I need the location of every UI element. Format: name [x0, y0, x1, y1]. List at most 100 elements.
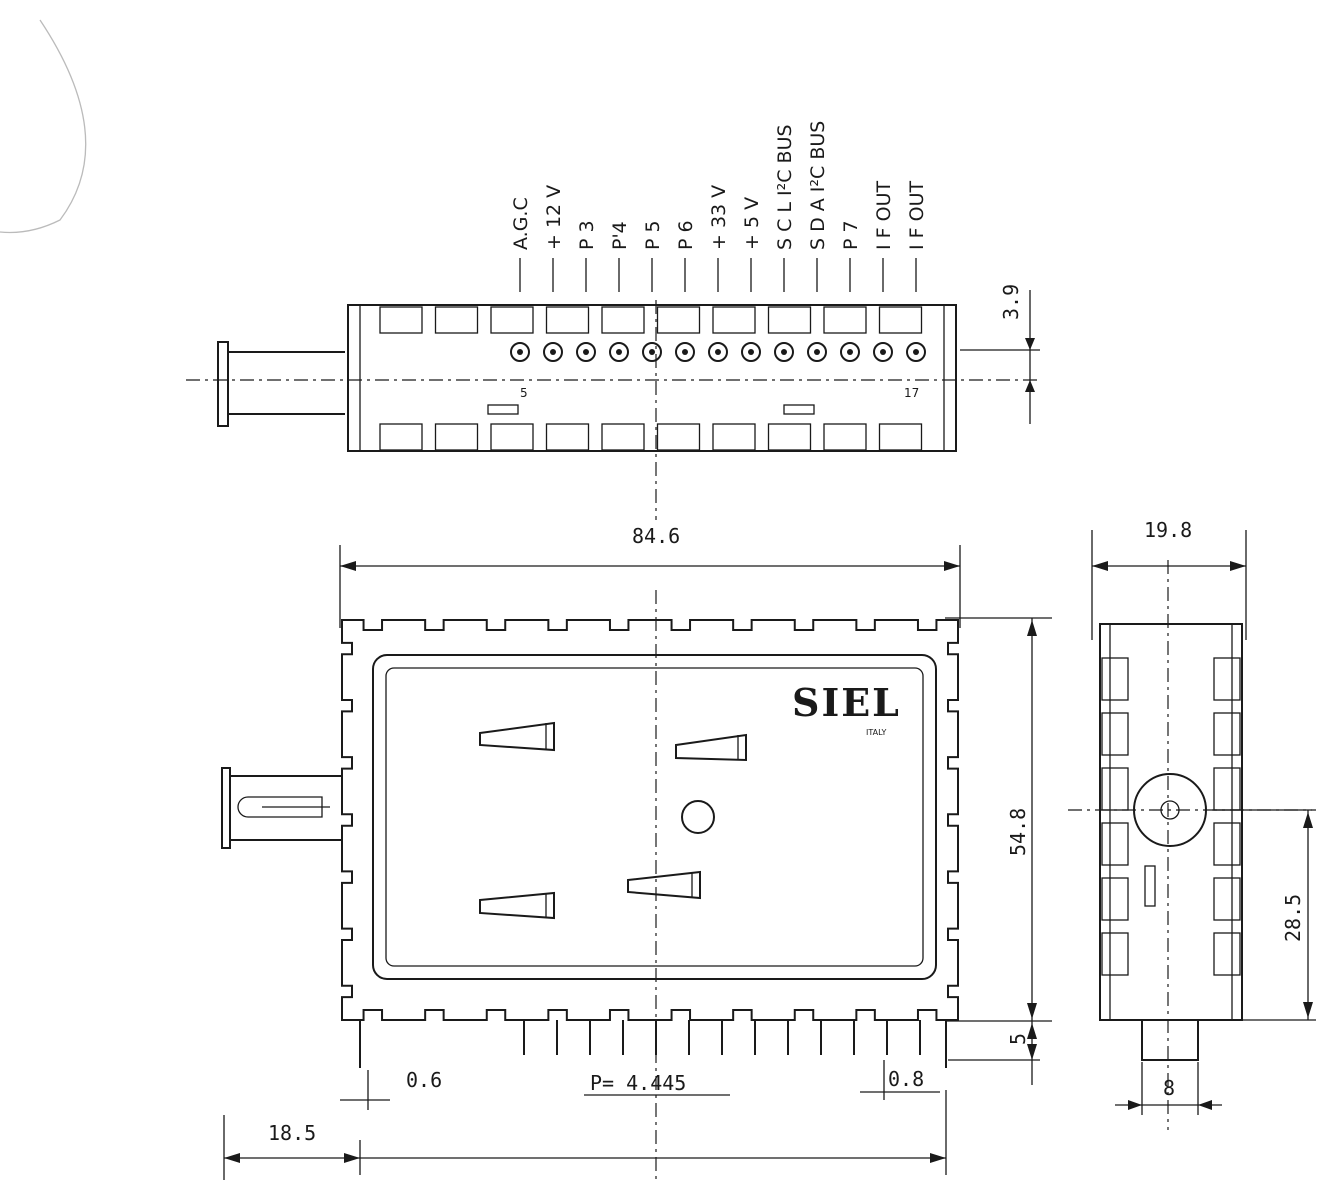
side-tab [1213, 712, 1241, 756]
pin-hole-center [550, 349, 556, 355]
pin-label: P 5 [642, 220, 664, 250]
top-view-tabs [379, 306, 923, 451]
pin-label: + 5 V [741, 197, 763, 250]
pin-hole-center [682, 349, 688, 355]
pin-hole-center [880, 349, 886, 355]
top-tab [379, 306, 423, 334]
pin-hole-center [847, 349, 853, 355]
top-tab [434, 423, 479, 451]
side-tab [1101, 877, 1129, 921]
side-tab [1213, 822, 1241, 866]
side-connector-stub [1141, 1019, 1199, 1061]
adjust-hole [681, 800, 715, 834]
top-tab [878, 423, 923, 451]
pin-hole-center [748, 349, 754, 355]
pin-hole [576, 342, 596, 362]
side-tab [1213, 932, 1241, 976]
dim-width: 84.6 [632, 524, 680, 548]
pin-hole [510, 342, 530, 362]
front-connector-flange [221, 767, 231, 849]
pin-hole-center [616, 349, 622, 355]
dim-center-height: 28.5 [1281, 894, 1305, 942]
top-tab [490, 306, 534, 334]
top-tab [878, 306, 923, 334]
adjust-slot-4 [479, 891, 555, 920]
pin-label: P'4 [609, 221, 631, 250]
pin-hole [642, 342, 662, 362]
pin-hole [840, 342, 860, 362]
adjust-slot-1 [479, 721, 555, 752]
top-tab [823, 423, 867, 451]
top-tab [656, 306, 701, 334]
pin-hole-center [781, 349, 787, 355]
dim-left-gap: 0.6 [406, 1068, 442, 1092]
pin-label: I F OUT [906, 181, 928, 250]
top-view-body [347, 304, 957, 452]
top-tab [767, 306, 812, 334]
top-tab [656, 423, 701, 451]
side-tab [1101, 822, 1129, 866]
top-tab [767, 423, 812, 451]
pin-label: P 7 [840, 220, 862, 250]
dim-connector-width: 8 [1163, 1076, 1175, 1100]
side-tab [1213, 877, 1241, 921]
paper-edge [0, 19, 87, 234]
side-tab [1213, 767, 1241, 811]
pin-labels: A.G.C + 12 V P 3 P'4 P 5 P 6 + 33 V + 5 V S C L … [510, 121, 928, 292]
side-tab [1101, 712, 1129, 756]
top-tab [490, 423, 534, 451]
pin-hole [543, 342, 563, 362]
pin-label: I F OUT [873, 181, 895, 250]
side-tab [1101, 932, 1129, 976]
side-tab [1101, 657, 1129, 701]
pin-hole-center [715, 349, 721, 355]
pin-label: P 6 [675, 220, 697, 250]
dim-top-height: 3.9 [999, 284, 1023, 320]
pin-label: + 33 V [708, 185, 730, 250]
pin-number-first: 5 [520, 386, 528, 400]
side-view: 19.8 28.5 8 [1068, 518, 1316, 1130]
top-tab [545, 423, 590, 451]
pin-hole [708, 342, 728, 362]
front-view: 84.6 SIEL ITALY 54.8 [221, 524, 1052, 1184]
dim-pin-length: 5 [1006, 1033, 1030, 1045]
top-tab [434, 306, 479, 334]
pin-label: P 3 [576, 220, 598, 250]
top-tab [601, 306, 645, 334]
front-pins [359, 1020, 947, 1068]
dim-pitch: P= 4.445 [590, 1071, 686, 1095]
pin-label: S C L I²C BUS [774, 124, 796, 250]
pin-hole-center [583, 349, 589, 355]
pin-hole [609, 342, 629, 362]
siel-logo: SIEL [792, 680, 901, 725]
top-tab [545, 306, 590, 334]
top-tab [379, 423, 423, 451]
top-tab [823, 306, 867, 334]
pin-label: A.G.C [510, 197, 532, 250]
pin-hole [741, 342, 761, 362]
pin-hole [873, 342, 893, 362]
top-view: 5 17 3.9 [186, 284, 1040, 520]
top-connector-flange [217, 341, 229, 427]
pin-hole-center [649, 349, 655, 355]
top-view-pin-holes [510, 342, 926, 362]
dim-height: 54.8 [1006, 808, 1030, 856]
pin-label: S D A I²C BUS [807, 121, 829, 250]
pin-label: + 12 V [543, 185, 565, 250]
pin-hole [906, 342, 926, 362]
side-tab [1101, 767, 1129, 811]
dim-side-width: 19.8 [1144, 518, 1192, 542]
pin-hole-center [517, 349, 523, 355]
top-tab [601, 423, 645, 451]
pin-hole [675, 342, 695, 362]
front-view-body [341, 619, 959, 1021]
italy-mark: ITALY [866, 728, 886, 737]
dim-connector-offset: 18.5 [268, 1121, 316, 1145]
pin-hole [774, 342, 794, 362]
top-tab [712, 306, 756, 334]
pin-hole [807, 342, 827, 362]
pin-number-last: 17 [904, 386, 919, 400]
adjust-slot-2 [675, 733, 747, 762]
